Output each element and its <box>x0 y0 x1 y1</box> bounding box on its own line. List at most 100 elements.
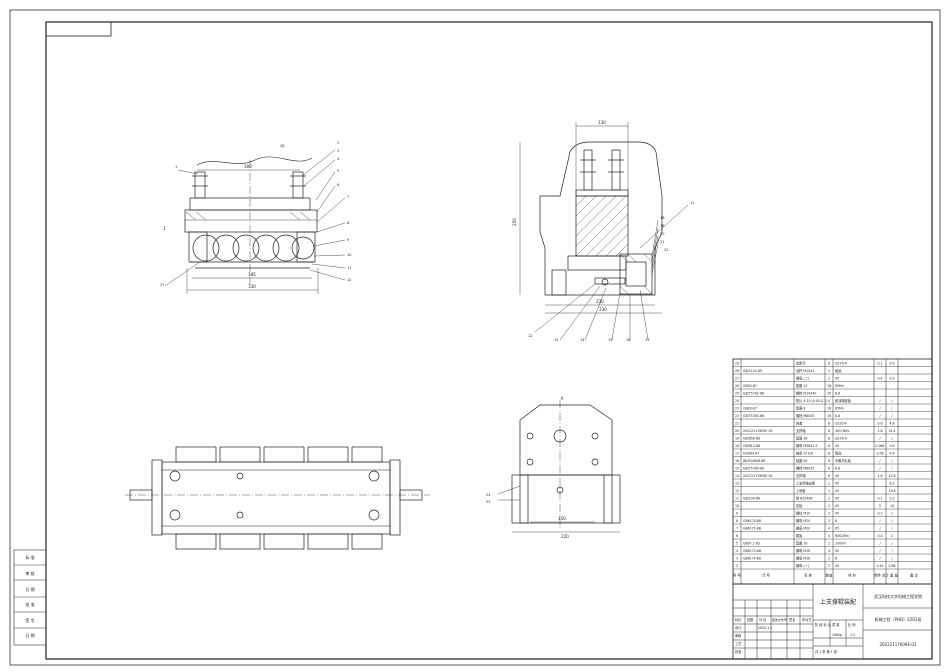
bom-cell-tw: 0.6 <box>889 444 894 448</box>
margin-label-3: 日 期 <box>25 586 34 592</box>
bom-cell-qty: 8 <box>828 444 830 448</box>
tb-scale-value: 1:1 <box>850 633 855 637</box>
bom-cell-std: GB93-87 <box>743 384 757 388</box>
bom-cell-w: / <box>879 437 881 441</box>
bom-cell-mat: 65Mn <box>835 407 844 411</box>
bom-cell-qty: 16 <box>827 407 831 411</box>
front-part-2: 2 <box>337 141 339 145</box>
bom-cell-no: 3 <box>736 557 738 561</box>
side-part-19: 19 <box>660 224 664 228</box>
bom-cell-w: 1.8 <box>877 429 882 433</box>
bom-cell-tw: 10 <box>890 504 894 508</box>
bom-cell-qty: 8 <box>828 437 830 441</box>
margin-label-5: 签 字 <box>25 617 34 623</box>
bom-cell-w: 0.44 <box>876 564 883 568</box>
bom-cell-w: / <box>879 399 881 403</box>
front-dim-3: 330 <box>248 284 256 289</box>
bom-cell-tw: / <box>891 437 893 441</box>
tb-label-process: 工艺 <box>735 641 741 646</box>
bom-cell-mat: 组品 <box>835 451 841 456</box>
bom-cell-tw: / <box>891 519 893 523</box>
bom-cell-qty: 8 <box>828 429 830 433</box>
bom-cell-w: / <box>879 467 881 471</box>
bom-cell-mat: 40CrMoV <box>835 429 850 433</box>
bom-cell-std: DHZ60-87 <box>743 452 759 456</box>
bom-cell-tw: / <box>891 399 893 403</box>
bom-cell-qty: 1 <box>828 489 830 493</box>
bom-cell-qty: 2 <box>828 564 830 568</box>
bom-cell-name: 螺母 (二) <box>796 376 809 381</box>
bom-header-cell: 名 称 <box>804 573 812 578</box>
bom-cell-no: 6 <box>736 534 738 538</box>
inner-frame <box>45 21 933 660</box>
bom-header-cell: 材 料 <box>848 573 856 578</box>
side-dim-1: 130 <box>598 120 606 125</box>
bom-cell-name: 碟簧 <box>796 533 803 538</box>
bom-cell-tw: / <box>891 467 893 471</box>
tb-drawing-no: 20222117609E-01 <box>879 642 917 647</box>
bom-cell-name: 上支撑轴支座 <box>796 481 816 486</box>
bom-cell-qty: 2 <box>828 497 830 501</box>
bom-cell-no: 27 <box>735 377 739 381</box>
outer-border <box>9 9 941 666</box>
bom-cell-std: GB/T5783-86 <box>743 414 764 418</box>
tb-label-docno: 更改文件号 <box>772 617 787 622</box>
bom-cell-tw: 6.2 <box>889 482 894 486</box>
view-a-part-24: 24 <box>486 493 491 497</box>
bom-cell-tw: 12.8 <box>888 474 895 478</box>
front-part-7: 7 <box>347 195 349 199</box>
bom-cell-w: 0.4 <box>877 534 882 538</box>
tb-label-review: 审核 <box>735 633 742 638</box>
bom-cell-qty: 2 <box>828 512 830 516</box>
bom-cell-tw: / <box>891 542 893 546</box>
bom-cell-tw: 4.6 <box>889 452 894 456</box>
bom-cell-mat: 45 <box>835 444 839 448</box>
bom-cell-name: 螺栓 M8X20 <box>796 466 814 471</box>
bom-cell-no: 16 <box>735 459 739 463</box>
bom-cell-no: 26 <box>735 384 739 388</box>
bom-cell-std: GB6172-86 <box>743 527 761 531</box>
tb-major: 机械工程（PHD）2201班 <box>875 616 922 622</box>
bom-cell-no: 7 <box>736 527 738 531</box>
front-part-10: 10 <box>347 253 351 257</box>
bom-cell-name: 轴承 5210F <box>796 451 814 456</box>
bom-cell-no: 11 <box>735 497 739 501</box>
bom-cell-name: 油杯 M10X1 <box>796 368 814 373</box>
bom-cell-name: 垫片 4-10 (0.05-0.1) <box>796 398 827 403</box>
front-view <box>164 149 346 294</box>
side-part-21: 21 <box>660 240 664 244</box>
front-part-9: 9 <box>347 238 349 242</box>
tb-scale-label: 比 例 <box>848 622 855 627</box>
bom-cell-name: 垫圈 16 <box>796 541 807 546</box>
bom-cell-w: 0.4 <box>877 377 882 381</box>
front-part-4: 4 <box>337 157 340 161</box>
bom-cell-w: / <box>879 414 881 418</box>
bom-cell-w: 5 <box>879 504 881 508</box>
bom-cell-no: 12 <box>735 489 739 493</box>
side-part-14: 14 <box>580 338 585 342</box>
bom-cell-tw: / <box>891 527 893 531</box>
bom-cell-mat: 8.8 <box>835 414 840 418</box>
bom-cell-mat: 05 <box>835 527 839 531</box>
bom-cell-tw: 0.2 <box>889 497 894 501</box>
bom-cell-no: 25 <box>735 392 739 396</box>
bom-cell-w: 0.1 <box>877 362 882 366</box>
bom-cell-no: 20 <box>735 429 739 433</box>
bom-cell-name: 螺母 M20 <box>796 518 810 523</box>
tb-label-approve: 批准 <box>735 649 742 654</box>
bom-cell-tw: 0.9 <box>889 377 894 381</box>
bom-cell-name: 支撑轴 <box>796 473 806 478</box>
bom-cell-mat: 45 <box>835 474 839 478</box>
bom-cell-name: 螺母 M16 <box>796 548 810 553</box>
bom-cell-no: 29 <box>735 362 739 366</box>
bom-cell-no: 5 <box>736 542 738 546</box>
side-dim-2: 250 <box>512 218 517 226</box>
tb-design-date: 2024.1.1 <box>758 626 772 630</box>
view-a-label: A <box>561 396 564 401</box>
margin-label-4: 批 准 <box>25 601 34 607</box>
bom-cell-mat: 组品 <box>835 368 841 373</box>
bom-cell-tw: / <box>891 407 893 411</box>
bom-cell-qty: 2 <box>828 542 830 546</box>
